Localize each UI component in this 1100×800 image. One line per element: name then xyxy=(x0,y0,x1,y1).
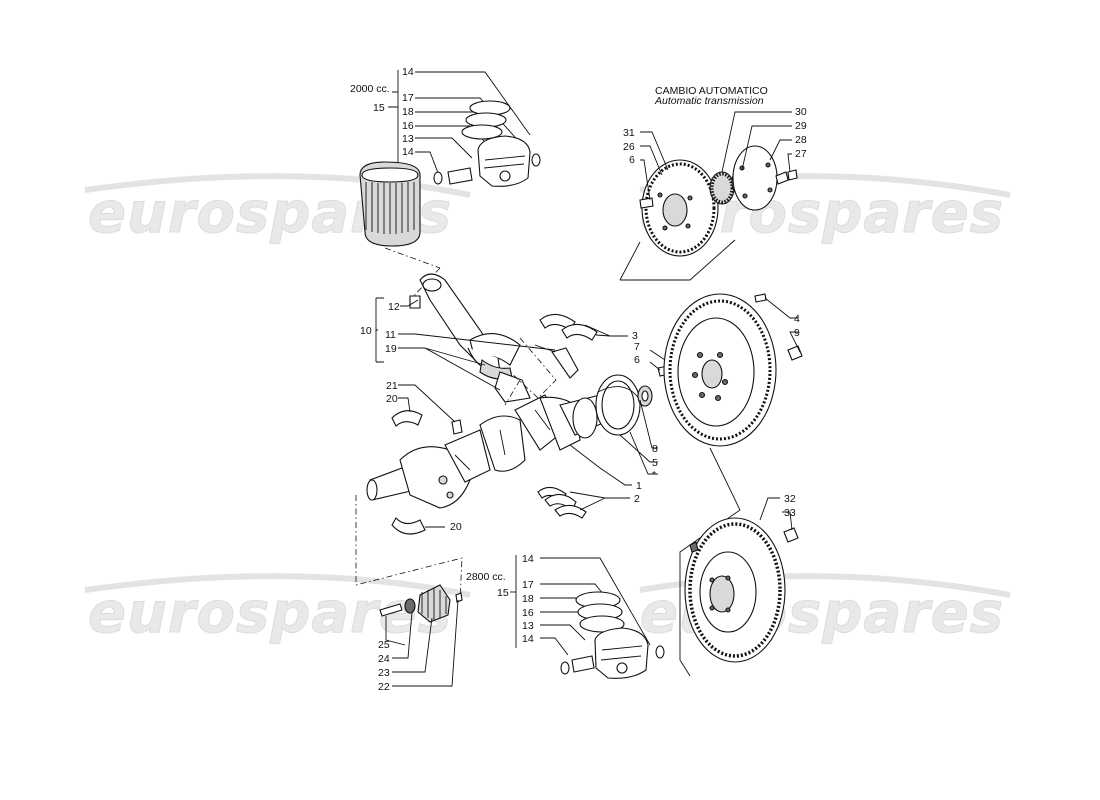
main-bearing-upper xyxy=(539,313,598,341)
lower-piston-group xyxy=(510,555,665,679)
callout-upper-14b: 14 xyxy=(402,146,414,158)
callout-10: 10 xyxy=(360,325,372,337)
callout-27: 27 xyxy=(795,148,807,160)
callout-upper-14a: 14 xyxy=(402,66,414,78)
lower-circlip-left xyxy=(560,661,570,675)
callout-12: 12 xyxy=(388,301,400,313)
automatic-transmission-heading: CAMBIO AUTOMATICO xyxy=(655,85,768,97)
callout-11: 11 xyxy=(385,329,396,341)
upper-piston-group xyxy=(359,70,541,301)
callout-23: 23 xyxy=(378,667,390,679)
callout-25: 25 xyxy=(378,639,390,651)
upper-circlip-right xyxy=(531,153,541,167)
callout-33: 33 xyxy=(784,507,796,519)
upper-piston-rings xyxy=(461,100,511,140)
crankshaft xyxy=(366,394,611,509)
flywheel-lower xyxy=(684,517,799,663)
upper-circlip-left xyxy=(433,171,443,185)
callout-24: 24 xyxy=(378,653,390,665)
variant-2000-label: 2000 cc. xyxy=(350,83,390,95)
big-end-bearing-upper xyxy=(391,410,423,427)
callout-lower-17: 17 xyxy=(522,579,534,591)
callout-8: 8 xyxy=(652,443,658,455)
callout-lower-18: 18 xyxy=(522,593,534,605)
main-bearing-lower xyxy=(537,486,587,519)
callout-30: 30 xyxy=(795,106,807,118)
callout-upper-18: 18 xyxy=(402,106,414,118)
callout-asterisk: * xyxy=(652,469,656,481)
callout-upper-13: 13 xyxy=(402,133,414,145)
callout-upper-15: 15 xyxy=(373,102,385,114)
callout-upper-17: 17 xyxy=(402,92,414,104)
watermark-bottom-left: eurospares xyxy=(88,581,452,646)
callout-lower-15: 15 xyxy=(497,587,509,599)
callout-3: 3 xyxy=(632,330,638,342)
lower-circlip-right xyxy=(655,645,665,659)
upper-piston-pin xyxy=(447,167,473,185)
callout-31: 31 xyxy=(623,127,635,139)
callout-29: 29 xyxy=(795,120,807,132)
callout-lower-14b: 14 xyxy=(522,633,534,645)
callout-20-upper: 20 xyxy=(386,393,398,405)
callout-lower-14a: 14 xyxy=(522,553,534,565)
callout-7: 7 xyxy=(634,341,640,353)
callout-9: 9 xyxy=(794,327,800,339)
auto-drive-plate xyxy=(639,159,719,257)
bearing-dowel-21 xyxy=(451,419,463,435)
callout-19: 19 xyxy=(385,343,397,355)
callout-1: 1 xyxy=(636,480,642,492)
big-end-bearing-lower xyxy=(391,517,426,535)
timing-sprocket-group xyxy=(379,584,463,623)
callout-lower-13: 13 xyxy=(522,620,534,632)
rear-oil-seal xyxy=(595,374,641,436)
callout-2: 2 xyxy=(634,493,640,505)
callout-20-lower: 20 xyxy=(450,521,462,533)
variant-2800-label: 2800 cc. xyxy=(466,571,506,583)
callout-6: 6 xyxy=(634,354,640,366)
callout-32: 32 xyxy=(784,493,796,505)
upper-piston xyxy=(477,135,531,187)
flywheel xyxy=(663,293,803,447)
callout-5: 5 xyxy=(652,457,658,469)
upper-cylinder-liner xyxy=(359,161,421,247)
callout-26: 26 xyxy=(623,141,635,153)
callout-6-auto: 6 xyxy=(629,154,635,166)
lower-piston xyxy=(594,627,649,679)
automatic-transmission-subheading: Automatic transmission xyxy=(654,95,764,107)
callout-21: 21 xyxy=(386,380,398,392)
callout-28: 28 xyxy=(795,134,807,146)
lower-piston-pin xyxy=(571,655,595,673)
callout-upper-16: 16 xyxy=(402,120,414,132)
callout-lower-16: 16 xyxy=(522,607,534,619)
callout-22: 22 xyxy=(378,681,390,693)
callout-4: 4 xyxy=(794,313,800,325)
